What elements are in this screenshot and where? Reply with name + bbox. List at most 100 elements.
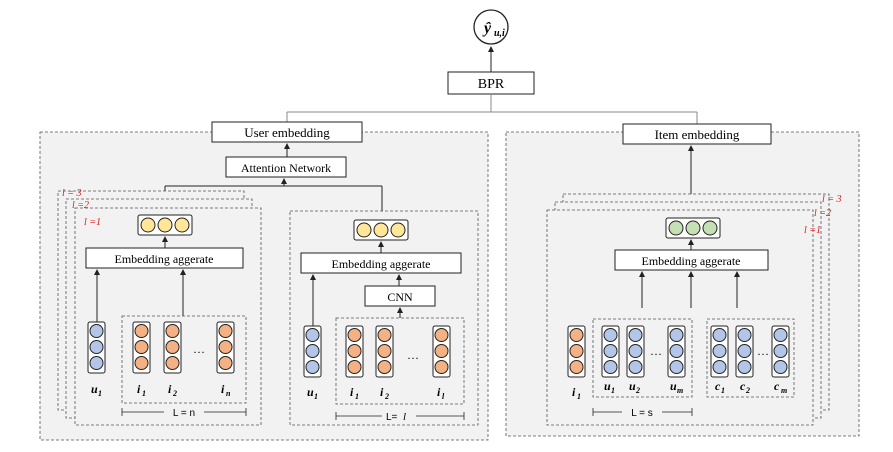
user-right-item-l-label: i l — [437, 385, 445, 401]
attention-label: Attention Network — [241, 161, 331, 175]
user-right-length-prefix: L= — [386, 412, 398, 423]
item-cat-m-column — [771, 325, 790, 378]
user-left-u1-label: u 1 — [91, 382, 102, 398]
item-cat-ellipsis: ··· — [757, 347, 769, 361]
svg-text:m: m — [677, 386, 683, 395]
user-left-length-indicator: L = n — [121, 405, 247, 419]
svg-text:1: 1 — [577, 392, 581, 401]
item-cat-2-label: c 2 — [740, 379, 750, 395]
embedding-aggregate-left: Embedding aggerate — [85, 247, 244, 269]
svg-text:2: 2 — [384, 392, 389, 401]
svg-text:c: c — [715, 379, 721, 393]
user-left-u1-column — [87, 321, 106, 374]
svg-text:i: i — [380, 385, 384, 399]
item-user-m-column — [667, 325, 686, 378]
item-layer-label-2: l =2 — [814, 208, 831, 219]
item-user-2-column — [626, 325, 645, 378]
user-right-u1-column — [303, 325, 322, 378]
user-left-item-n-column — [216, 321, 235, 374]
item-layer-label-3: l = 3 — [822, 194, 842, 205]
bpr-connector — [286, 94, 698, 124]
user-left-item-group — [121, 315, 247, 404]
svg-text:2: 2 — [172, 389, 177, 398]
svg-text:i: i — [137, 382, 141, 396]
svg-text:c: c — [740, 379, 746, 393]
svg-text:1: 1 — [355, 392, 359, 401]
embedding-aggregate-right-label: Embedding aggerate — [332, 257, 431, 271]
item-layer-label-1: l =1 — [804, 225, 821, 236]
embedding-aggregate-right: Embedding aggerate — [300, 252, 462, 274]
cnn-box: CNN — [364, 285, 436, 307]
item-i1-label: i 1 — [572, 385, 581, 401]
item-user-1-column — [601, 325, 620, 378]
cnn-label: CNN — [387, 290, 413, 304]
svg-text:2: 2 — [745, 386, 750, 395]
item-length-label: L = s — [631, 408, 653, 419]
item-cat-2-column — [735, 325, 754, 378]
user-left-item-n-label: i n — [221, 382, 231, 398]
aggregated-node-right — [353, 219, 409, 241]
bpr-box: BPR — [447, 71, 535, 95]
svg-text:i: i — [437, 385, 441, 399]
svg-text:m: m — [781, 386, 787, 395]
svg-text:u: u — [91, 382, 98, 396]
svg-text:i: i — [168, 382, 172, 396]
item-i1-column — [567, 325, 586, 378]
user-left-length-label: L = n — [173, 408, 195, 419]
svg-text:u: u — [307, 385, 314, 399]
item-user-1-label: u 1 — [604, 379, 615, 395]
item-length-indicator: L = s — [592, 405, 693, 419]
item-cat-m-label: c m — [774, 379, 787, 395]
aggregated-node-item — [665, 217, 721, 239]
output-node: ŷ u,i — [473, 9, 509, 45]
svg-text:l: l — [442, 392, 445, 401]
embedding-aggregate-item-label: Embedding aggerate — [642, 254, 741, 268]
aggregated-node-left — [137, 214, 193, 236]
user-right-u1-label: u 1 — [307, 385, 318, 401]
svg-text:1: 1 — [611, 386, 615, 395]
bpr-label: BPR — [478, 77, 505, 92]
svg-text:n: n — [226, 389, 231, 398]
item-cat-1-column — [710, 325, 729, 378]
user-right-item-1-column — [345, 325, 364, 378]
user-layer-label-1: l =1 — [84, 217, 101, 228]
user-left-item-1-column — [132, 321, 151, 374]
svg-text:1: 1 — [142, 389, 146, 398]
user-right-length-var: l — [403, 411, 406, 423]
svg-text:i: i — [350, 385, 354, 399]
svg-text:i: i — [221, 382, 225, 396]
user-right-item-2-column — [375, 325, 394, 378]
user-left-item-1-label: i 1 — [137, 382, 146, 398]
item-user-ellipsis: ··· — [650, 347, 662, 361]
svg-text:u: u — [629, 379, 636, 393]
user-embedding-box: User embedding — [211, 121, 363, 143]
user-left-ellipsis: ··· — [193, 345, 205, 359]
user-layer-stack — [57, 190, 262, 426]
svg-text:2: 2 — [635, 386, 640, 395]
user-layer-label-3: l = 3 — [62, 188, 82, 199]
user-left-item-2-column — [163, 321, 182, 374]
svg-text:i: i — [572, 385, 576, 399]
svg-text:1: 1 — [98, 389, 102, 398]
user-embedding-label: User embedding — [244, 125, 330, 140]
attention-network-box: Attention Network — [225, 156, 347, 178]
svg-text:c: c — [774, 379, 780, 393]
item-embedding-box: Item embedding — [622, 123, 772, 145]
item-category-group — [706, 318, 795, 398]
user-left-item-2-label: i 2 — [168, 382, 177, 398]
user-right-item-2-label: i 2 — [380, 385, 389, 401]
svg-text:1: 1 — [721, 386, 725, 395]
item-embedding-label: Item embedding — [655, 127, 740, 142]
output-subscript: u,i — [494, 28, 505, 39]
svg-text:u: u — [670, 379, 677, 393]
svg-text:u: u — [604, 379, 611, 393]
item-user-2-label: u 2 — [629, 379, 640, 395]
user-right-item-1-label: i 1 — [350, 385, 359, 401]
output-label: ŷ — [482, 20, 492, 37]
user-layer-label-2: l =2 — [72, 200, 89, 211]
user-right-item-group — [335, 317, 465, 405]
item-user-group — [592, 318, 693, 398]
embedding-aggregate-item: Embedding aggerate — [614, 249, 769, 271]
user-right-item-l-column — [432, 325, 451, 378]
